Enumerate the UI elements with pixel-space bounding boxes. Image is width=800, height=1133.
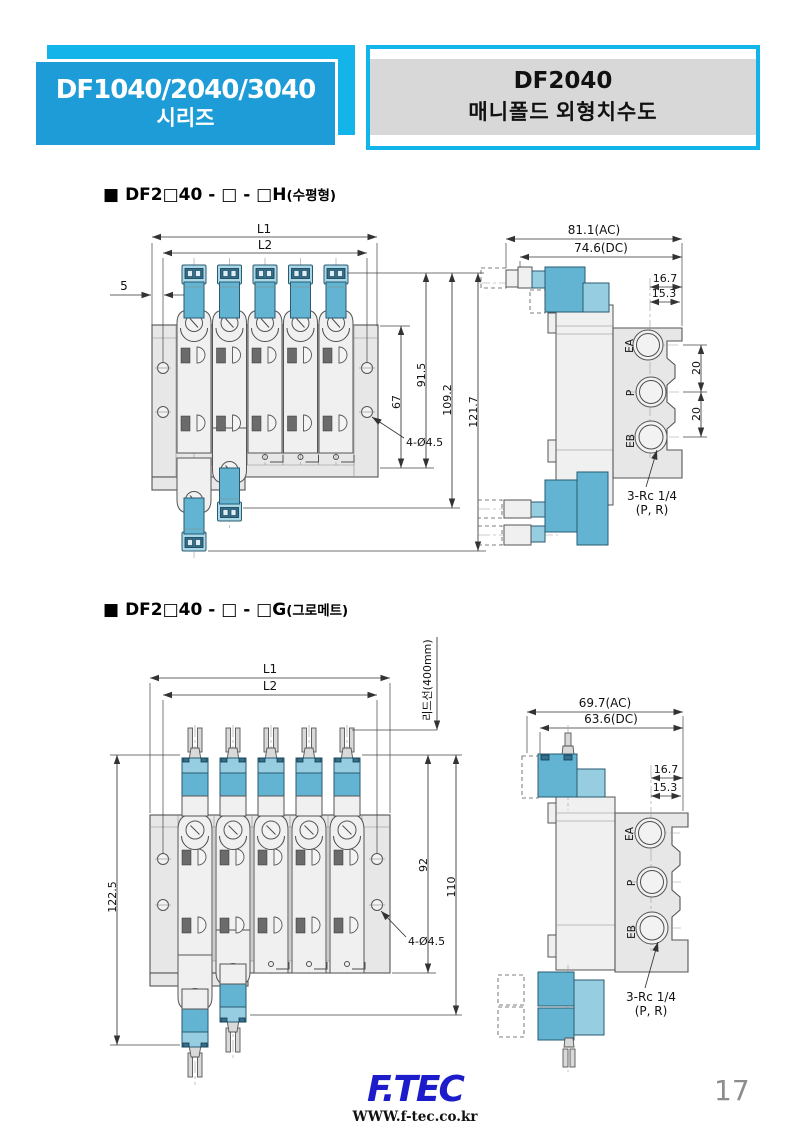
dim-91-5: 91.5 [415, 363, 428, 388]
series-header-box: DF1040/2040/3040 시리즈 [33, 45, 355, 150]
dim-dc-g: 63.6(DC) [584, 712, 638, 726]
front-view-g: L1 L2 리드선(400mm) 122.5 92 110 4-Ø4.5 [106, 637, 462, 1085]
footer-logo-block: F.TEC WWW.f-tec.co.kr [330, 1069, 500, 1126]
bullet-marker: ■ [103, 185, 120, 205]
port-p [627, 376, 679, 408]
port-label-ea-g: EA [624, 826, 636, 841]
rc-note1-g: 3-Rc 1/4 [626, 990, 676, 1004]
series-subtitle: 시리즈 [156, 106, 215, 131]
heading-note-g: (그로메트) [286, 603, 349, 619]
rc-note2-h: (P, R) [636, 503, 669, 517]
series-title: DF1040/2040/3040 [55, 75, 316, 106]
heading-code-g: DF2□40 - □ - □G [125, 600, 287, 620]
port-ea [626, 329, 678, 361]
drawing-h-type: L1 L2 5 67 91.5 109.2 121.7 4-Ø4.5 [110, 222, 707, 558]
dim-l2-g: L2 [263, 679, 277, 693]
lead-wire-note: 리드선(400mm) [421, 639, 434, 720]
dim-20a: 20 [690, 361, 703, 375]
model-code: DF2040 [513, 68, 613, 95]
heading-note-h: (수평형) [286, 188, 337, 204]
heading-code-h: DF2□40 - □ - □H [125, 185, 287, 205]
mounting-holes [155, 362, 375, 418]
front-view-h: L1 L2 5 67 91.5 109.2 121.7 4-Ø4.5 [110, 222, 486, 558]
dim-15-3-g: 15.3 [653, 781, 678, 794]
series-header: DF1040/2040/3040 시리즈 [33, 59, 338, 148]
port-eb [627, 420, 679, 454]
dim-109-2: 109.2 [441, 384, 454, 416]
dim-offset5: 5 [120, 279, 128, 293]
dim-dc-h: 74.6(DC) [574, 241, 628, 255]
rc-note1-h: 3-Rc 1/4 [627, 489, 677, 503]
dim-67: 67 [390, 395, 403, 409]
dim-15-3-h: 15.3 [652, 287, 677, 300]
port-label-eb-h: EB [625, 434, 637, 448]
website-url: WWW.f-tec.co.kr [352, 1109, 478, 1125]
station-detail-blocks-g [181, 848, 366, 970]
station-detail-blocks [180, 346, 355, 463]
section-heading-g: ■DF2□40 - □ - □G(그로메트) [103, 599, 348, 620]
dim-20b: 20 [690, 407, 703, 421]
mounting-holes-g [155, 853, 385, 911]
port-label-p-g: P [626, 880, 638, 886]
page-title-box: DF2040 매니폴드 외형치수도 [366, 45, 760, 150]
page-title-band: DF2040 매니폴드 외형치수도 [370, 59, 756, 135]
page-number: 17 [714, 1074, 750, 1107]
dim-l2-h: L2 [258, 238, 272, 252]
dim-110: 110 [445, 877, 458, 898]
side-view-g: 69.7(AC) 63.6(DC) [497, 696, 689, 1072]
dim-l1-h: L1 [257, 222, 271, 236]
port-label-eb-g: EB [626, 925, 638, 939]
port-label-p-h: P [625, 390, 637, 396]
side-view-h: 81.1(AC) 74.6(DC) [477, 223, 707, 546]
dim-16-7-g: 16.7 [654, 763, 679, 776]
section-heading-h: ■DF2□40 - □ - □H(수평형) [103, 184, 336, 205]
port-eb-g [629, 911, 681, 945]
dim-92: 92 [417, 858, 430, 872]
bullet-marker-g: ■ [103, 600, 120, 620]
dim-ac-g: 69.7(AC) [579, 696, 631, 710]
drawing-g-type: L1 L2 리드선(400mm) 122.5 92 110 4-Ø4.5 [106, 637, 689, 1085]
port-label-ea-h: EA [624, 338, 636, 353]
port-ea-g [628, 817, 680, 849]
hole-note-h: 4-Ø4.5 [406, 436, 443, 449]
dim-16-7-h: 16.7 [653, 272, 678, 285]
rc-note2-g: (P, R) [635, 1004, 668, 1018]
hole-note-g: 4-Ø4.5 [408, 935, 445, 948]
ftec-logo: F.TEC [367, 1069, 465, 1110]
dim-l1-g: L1 [263, 662, 277, 676]
dim-122-5: 122.5 [106, 881, 119, 913]
port-p-g [629, 866, 681, 898]
page-title: 매니폴드 외형치수도 [468, 99, 658, 124]
dim-121-7: 121.7 [467, 396, 480, 428]
dim-ac-h: 81.1(AC) [568, 223, 620, 237]
